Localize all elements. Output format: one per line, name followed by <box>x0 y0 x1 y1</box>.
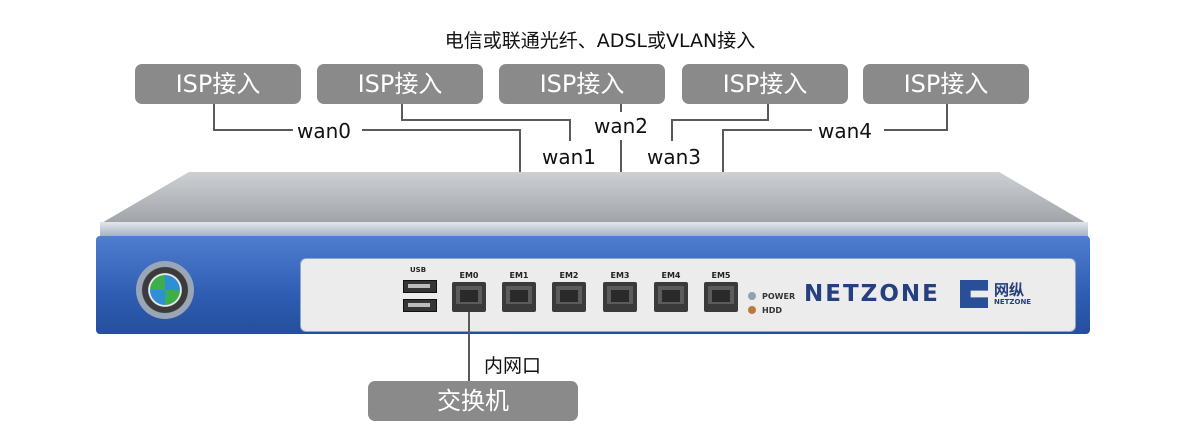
brand-name-cn: 网纵 <box>994 281 1025 299</box>
front-panel <box>300 258 1076 332</box>
ethernet-port-em2 <box>552 282 586 312</box>
ethernet-port-em3 <box>603 282 637 312</box>
diagram-title: 电信或联通光纤、ADSL或VLAN接入 <box>444 30 756 52</box>
lan-port-label: 内网口 <box>484 355 542 377</box>
ethernet-port-em0 <box>452 282 486 312</box>
port-label-em0: EM0 <box>459 271 479 280</box>
power-led <box>748 292 756 300</box>
port-label-em1: EM1 <box>509 271 529 280</box>
ethernet-port-em4 <box>654 282 688 312</box>
ethernet-port-em5 <box>704 282 738 312</box>
usb-label: USB <box>410 266 427 274</box>
switch-box: 交换机 <box>368 381 578 421</box>
brand-name: NETZONE <box>804 281 940 307</box>
isp-box-1: ISP接入 <box>317 64 483 104</box>
wire-lan <box>468 312 470 382</box>
device-top <box>100 172 1088 224</box>
wan3-label: wan3 <box>647 145 702 169</box>
usb-port-1 <box>403 280 437 293</box>
hdd-led <box>748 306 756 314</box>
isp-box-0: ISP接入 <box>135 64 301 104</box>
hdd-led-label: HDD <box>762 306 782 315</box>
isp-box-2: ISP接入 <box>499 64 665 104</box>
port-label-em4: EM4 <box>661 271 681 280</box>
power-led-label: POWER <box>762 292 796 301</box>
device-logo-center-icon <box>150 275 180 305</box>
port-label-em2: EM2 <box>559 271 579 280</box>
wan1-label: wan1 <box>542 145 597 169</box>
wan0-label: wan0 <box>297 119 352 143</box>
port-label-em5: EM5 <box>711 271 731 280</box>
isp-box-3: ISP接入 <box>682 64 848 104</box>
isp-box-4: ISP接入 <box>863 64 1029 104</box>
usb-port-2 <box>403 299 437 312</box>
wan2-label: wan2 <box>594 114 649 138</box>
ethernet-port-em1 <box>502 282 536 312</box>
port-label-em3: EM3 <box>610 271 630 280</box>
brand-subtitle: NETZONE <box>994 298 1032 306</box>
wan4-label: wan4 <box>818 119 873 143</box>
